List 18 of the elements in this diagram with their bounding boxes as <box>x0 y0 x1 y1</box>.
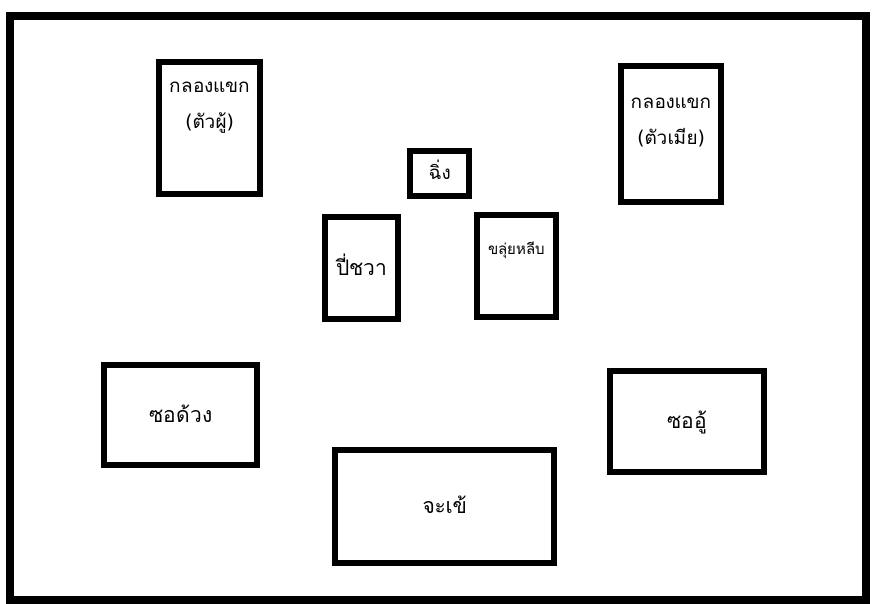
instrument-label: ปี่ชวา <box>336 254 387 282</box>
instrument-label: จะเข้ <box>422 493 466 520</box>
instrument-box <box>156 59 263 197</box>
instrument-box <box>101 362 260 468</box>
instrument-label: (ตัวเมีย) <box>637 126 705 150</box>
instrument-label: กลองแขก <box>169 75 250 99</box>
instrument-box <box>407 148 472 199</box>
instrument-box <box>607 368 767 475</box>
instrument-box <box>322 214 401 322</box>
instrument-box <box>332 447 557 566</box>
instrument-label: (ตัวผู้) <box>185 110 234 134</box>
instrument-box <box>618 63 724 205</box>
instrument-label: ฉิ่ง <box>428 162 450 186</box>
instrument-label: กลองแขก <box>630 91 712 115</box>
instrument-box <box>474 212 559 320</box>
instrument-label: ซออู้ <box>667 408 707 435</box>
instrument-label: ซอด้วง <box>149 402 212 428</box>
instrument-label: ขลุ่ยหลีบ <box>488 240 545 259</box>
